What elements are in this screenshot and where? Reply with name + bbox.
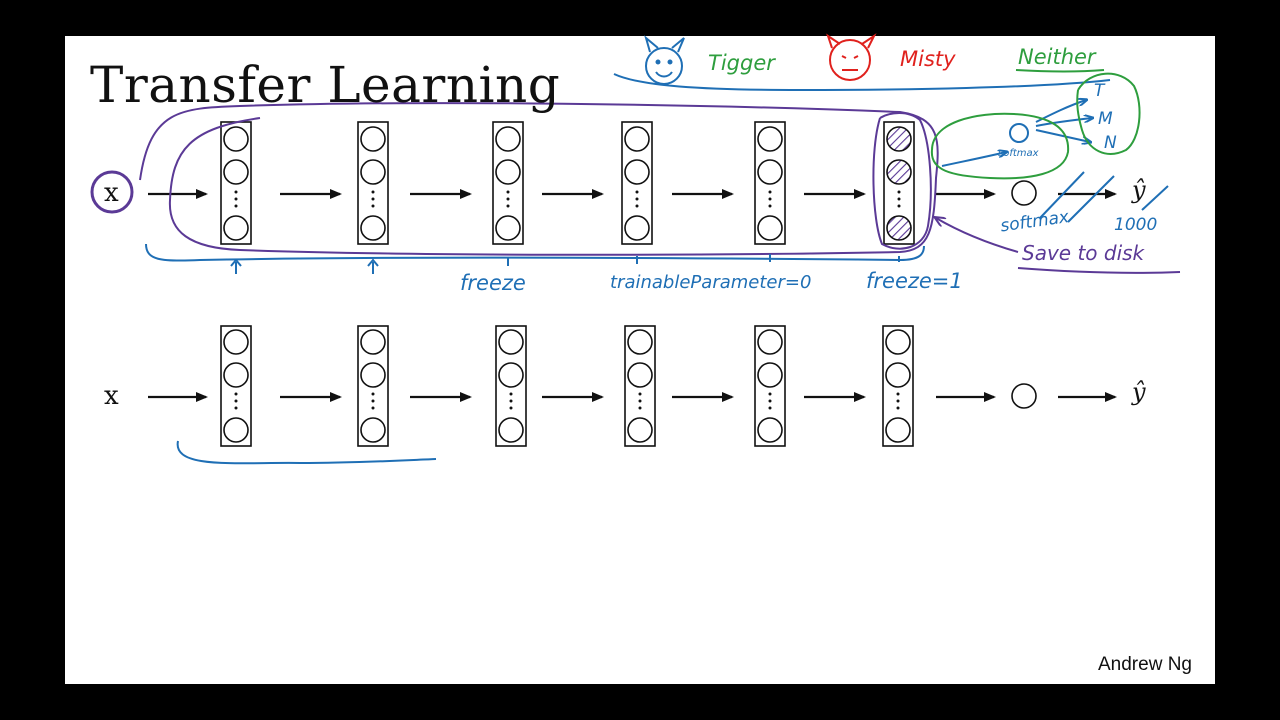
softmax-small-label: softmax — [998, 148, 1039, 159]
top-input-label: x — [104, 178, 119, 208]
blue-underline-classes — [613, 73, 1111, 92]
blue-slash-1 — [1039, 171, 1085, 219]
neither-underline — [1015, 69, 1105, 73]
purple-underline — [1017, 267, 1181, 274]
blue-slash-3 — [1141, 185, 1169, 211]
top-hidden-layer-6-hatched — [883, 121, 915, 245]
bottom-input-label: x — [104, 381, 119, 411]
freeze-one-label: freeze=1 — [866, 269, 963, 293]
class-label-tigger: Tigger — [708, 51, 776, 75]
top-output-node — [1011, 180, 1037, 206]
slide-title: Transfer Learning — [90, 56, 561, 114]
blue-arrow-M — [1035, 118, 1092, 127]
purple-annotations — [139, 102, 1181, 274]
crossed-units-label: 1000 — [1114, 215, 1157, 235]
top-hidden-layer-2 — [357, 121, 389, 245]
top-hidden-layer-3 — [492, 121, 524, 245]
blue-slash-2 — [1067, 175, 1115, 223]
tigger-cat-icon — [644, 35, 685, 85]
trainable-parameter-label: trainableParameter=0 — [610, 272, 811, 293]
author-credit: Andrew Ng — [1098, 654, 1192, 675]
top-input-node — [90, 170, 134, 214]
blue-arrow-to-softmax — [941, 152, 1006, 167]
bottom-output-node — [1011, 383, 1037, 409]
softmax-new-node — [1009, 123, 1029, 143]
bottom-network: x — [104, 325, 1146, 465]
top-hidden-layer-1 — [220, 121, 252, 245]
blue-arrow-T — [1035, 100, 1086, 123]
softmax-output-N: N — [1104, 133, 1117, 153]
purple-loop-outer — [139, 102, 939, 256]
top-network: x — [90, 121, 1146, 245]
bottom-hidden-layer-4 — [624, 325, 656, 447]
misty-cat-icon — [826, 33, 877, 81]
bottom-hidden-layer-3 — [495, 325, 527, 447]
slide-background — [65, 36, 1215, 684]
class-label-neither: Neither — [1018, 45, 1097, 69]
blue-arrow-N — [1035, 129, 1090, 142]
blue-tick-marks — [230, 254, 900, 274]
top-hidden-layer-5 — [754, 121, 786, 245]
green-annotations — [930, 72, 1141, 180]
bottom-hidden-layer-5 — [754, 325, 786, 447]
purple-save-arrow — [936, 218, 1019, 253]
bottom-hidden-layer-6 — [882, 325, 914, 447]
purple-loop-inner — [872, 112, 932, 250]
bottom-output-label: ŷ — [1131, 378, 1146, 406]
class-label-misty: Misty — [900, 47, 956, 71]
blue-bracket-top — [145, 243, 925, 262]
top-output-label: ŷ — [1131, 176, 1146, 204]
top-hidden-layer-4 — [621, 121, 653, 245]
green-outputs-loop — [1076, 72, 1141, 155]
bottom-blue-brace — [176, 440, 437, 465]
softmax-output-T: T — [1094, 81, 1106, 101]
bottom-hidden-layer-2 — [357, 325, 389, 447]
blue-annotations — [145, 73, 1169, 274]
green-softmax-loop — [930, 112, 1070, 180]
save-to-disk-label: Save to disk — [1022, 241, 1146, 265]
softmax-output-M: M — [1098, 109, 1113, 129]
bottom-hidden-layer-1 — [220, 325, 252, 447]
freeze-label: freeze — [460, 271, 526, 295]
softmax-crossed-label: softmax — [999, 207, 1071, 237]
